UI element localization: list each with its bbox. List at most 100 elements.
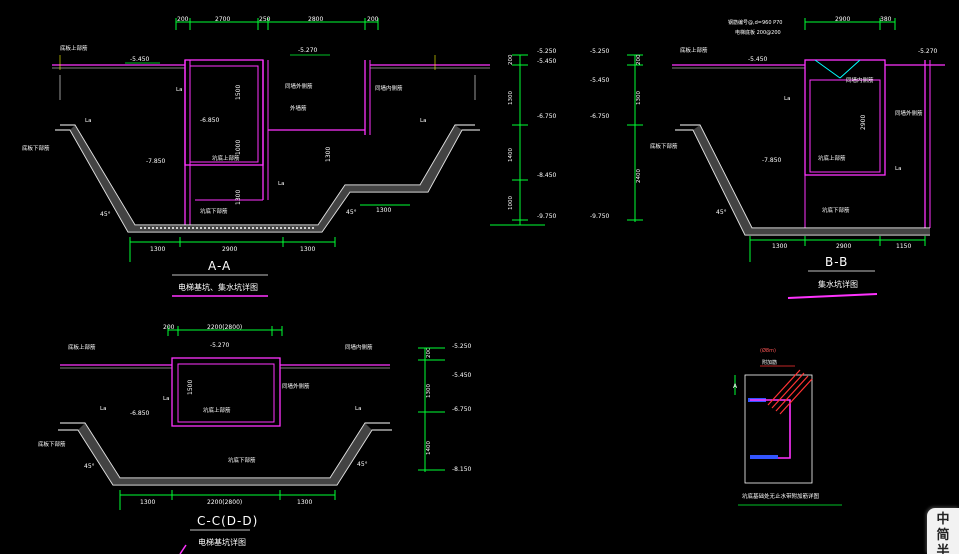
- bb-bottom-dim: 2900: [836, 243, 851, 250]
- cc-top-dim: 200: [163, 324, 175, 331]
- bb-top-note: 电梯底板 200@200: [735, 29, 781, 36]
- bb-subtitle: 集水坑详图: [818, 279, 858, 289]
- aa-top-dim: 2800: [308, 16, 323, 23]
- bb-top-note: 钢筋编号@,d=960 P70: [728, 19, 782, 26]
- bb-elevation: -5.270: [918, 48, 938, 55]
- bb-vert-dim: 2900: [860, 115, 867, 130]
- cc-vert-dim: 1300: [426, 384, 432, 398]
- aa-note: 同墙内侧筋: [375, 84, 403, 92]
- cc-level: -8.150: [452, 466, 472, 473]
- cc-la: La: [163, 396, 169, 402]
- cc-elevation: -5.270: [210, 342, 230, 349]
- level-b-label: -6.750: [590, 113, 610, 120]
- level-b-dim: 2400: [636, 169, 642, 183]
- bb-note: 坑底上部筋: [818, 154, 846, 162]
- level-b-label: -5.450: [590, 77, 610, 84]
- cc-vert-dim: 1500: [187, 380, 194, 395]
- bb-note: 底板下部筋: [650, 142, 678, 150]
- ime-badge-char: 简: [936, 528, 950, 543]
- aa-top-dim: 2700: [215, 16, 230, 23]
- cc-vert-dim: 1400: [426, 441, 432, 455]
- level-a-dim: 1300: [508, 91, 514, 105]
- aa-elevation: -5.450: [130, 56, 150, 63]
- ime-badge-char: 中: [936, 512, 950, 527]
- cc-level: -6.750: [452, 406, 472, 413]
- cc-note: 坑底下部筋: [228, 456, 256, 464]
- cc-level: -5.250: [452, 343, 472, 350]
- level-a-label: -5.450: [537, 58, 557, 65]
- aa-angle: 45°: [346, 209, 357, 216]
- level-a-label: -6.750: [537, 113, 557, 120]
- cc-note: 同墙外侧筋: [282, 382, 310, 390]
- aa-bottom-dim: 2900: [222, 246, 237, 253]
- bb-bottom-dim: 1300: [772, 243, 787, 250]
- cc-note: 底板下部筋: [38, 440, 66, 448]
- bb-note: 坑底下部筋: [822, 206, 850, 214]
- cc-bottom-dim: 1300: [297, 499, 312, 506]
- level-a-dim: 1400: [508, 148, 514, 162]
- detail-note: 附加筋: [762, 359, 777, 366]
- aa-note: 同墙外侧筋: [285, 82, 313, 90]
- level-a-label: -8.450: [537, 172, 557, 179]
- bb-title: B-B: [825, 255, 848, 269]
- cc-note: 坑底上部筋: [203, 406, 231, 414]
- bb-angle: 45°: [716, 209, 727, 216]
- bb-note: 底板上部筋: [680, 46, 708, 54]
- level-b-label: -9.750: [590, 213, 610, 220]
- level-b-label: -5.250: [590, 48, 610, 55]
- level-a-dim: 1000: [508, 196, 514, 210]
- cc-title: C-C(D-D): [197, 514, 258, 528]
- cc-angle: 45°: [84, 463, 95, 470]
- cc-level: -5.450: [452, 372, 472, 379]
- aa-la: La: [420, 118, 426, 124]
- aa-la: La: [176, 87, 182, 93]
- aa-title: A-A: [208, 259, 231, 273]
- bb-note: 同墙内侧筋: [846, 76, 874, 84]
- bb-elevation: -5.450: [748, 56, 768, 63]
- aa-la: La: [278, 181, 284, 187]
- bb-elevation: -7.850: [762, 157, 782, 164]
- detail-sump-rebar: A (Ø8m) 附加筋 坑底基础处无止水带附加筋详图: [733, 347, 842, 506]
- aa-note: 坑底上部筋: [212, 154, 240, 162]
- aa-elevation: -5.270: [298, 47, 318, 54]
- bb-top-dim: 380: [880, 16, 892, 23]
- level-column-b: -5.250 -5.450 -6.750 -9.750 200 1300 240…: [590, 48, 643, 222]
- aa-la: La: [85, 118, 91, 124]
- aa-top-dim: 250: [259, 16, 271, 23]
- section-aa: 200 2700 250 2800 200 1300: [22, 16, 490, 297]
- aa-note: 外墙筋: [290, 104, 307, 112]
- aa-elevation: -7.850: [146, 158, 166, 165]
- aa-vert-dim: 1300: [325, 147, 332, 162]
- aa-elevation: -6.850: [200, 117, 220, 124]
- cc-elevation: -6.850: [130, 410, 150, 417]
- cc-bottom-dim: 1300: [140, 499, 155, 506]
- aa-top-dim: 200: [367, 16, 379, 23]
- level-column-a: -5.250 -5.450 -6.750 -8.450 -9.750 200 1…: [490, 48, 557, 226]
- ime-badge-char: 半: [936, 544, 950, 554]
- section-cc: 200 2200(2800) 1300 2200(2800) 1300 -5.2…: [38, 324, 472, 554]
- aa-step-dim: 1300: [376, 207, 391, 214]
- cc-la: La: [355, 406, 361, 412]
- detail-title: 坑底基础处无止水带附加筋详图: [742, 492, 820, 500]
- level-a-dim: 200: [508, 54, 514, 65]
- aa-note: 底板上部筋: [60, 44, 88, 52]
- aa-vert-dim: 1300: [235, 190, 242, 205]
- aa-note: 坑底下部筋: [200, 207, 228, 215]
- ime-status-badge[interactable]: 中 简 半: [927, 508, 959, 554]
- cc-top-dim: 2200(2800): [207, 324, 242, 331]
- aa-note: 底板下部筋: [22, 144, 50, 152]
- aa-bottom-dim: 1300: [150, 246, 165, 253]
- cc-subtitle: 电梯基坑详图: [198, 537, 246, 547]
- aa-top-dim: 200: [177, 16, 189, 23]
- detail-dim: A: [733, 383, 738, 390]
- level-b-dim: 200: [636, 54, 642, 65]
- detail-red-note: (Ø8m): [760, 347, 776, 354]
- bb-la: La: [784, 96, 790, 102]
- level-a-label: -5.250: [537, 48, 557, 55]
- level-b-dim: 1300: [636, 91, 642, 105]
- cc-note: 底板上部筋: [68, 343, 96, 351]
- cc-note: 同墙内侧筋: [345, 343, 373, 351]
- cc-vert-dim: 200: [426, 347, 432, 358]
